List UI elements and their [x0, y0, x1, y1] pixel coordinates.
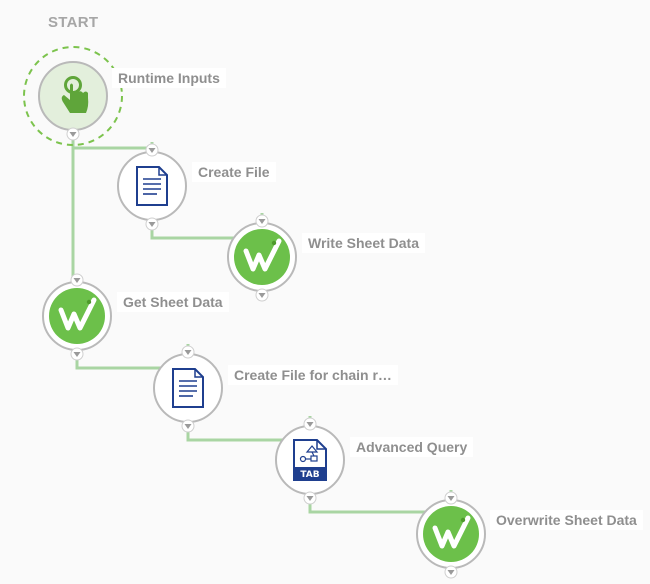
connector-runtime-inputs-to-create-file — [71, 140, 154, 150]
input-port-overwrite-sheet-data[interactable] — [444, 491, 458, 505]
node-label-create-file[interactable]: Create File — [192, 162, 276, 182]
tab-icon-text: TAB — [300, 470, 319, 480]
workiva-w-icon — [432, 515, 471, 549]
workflow-nodes: TAB — [23, 46, 486, 579]
node-label-runtime-inputs[interactable]: Runtime Inputs — [112, 68, 226, 88]
output-port-advanced-query[interactable] — [303, 491, 317, 505]
output-port-runtime-inputs[interactable] — [66, 127, 80, 141]
touch-hand-icon — [61, 76, 89, 113]
node-create-file-chain[interactable] — [153, 353, 223, 423]
workiva-w-icon — [243, 238, 282, 272]
input-port-write-sheet-data[interactable] — [255, 214, 269, 228]
node-label-get-sheet-data[interactable]: Get Sheet Data — [117, 292, 229, 312]
node-overwrite-sheet-data[interactable] — [416, 499, 486, 569]
node-label-create-file-chain[interactable]: Create File for chain r… — [228, 365, 398, 385]
node-label-advanced-query[interactable]: Advanced Query — [350, 437, 474, 457]
input-port-advanced-query[interactable] — [303, 417, 317, 431]
workiva-w-icon — [58, 297, 97, 331]
node-create-file[interactable] — [117, 151, 187, 221]
connector-runtime-inputs-to-get-sheet-data — [71, 140, 77, 278]
start-label: START — [48, 14, 99, 31]
node-get-sheet-data[interactable] — [42, 281, 112, 351]
document-icon — [172, 368, 204, 408]
output-port-create-file[interactable] — [145, 217, 159, 231]
document-icon — [136, 166, 168, 206]
node-label-write-sheet-data[interactable]: Write Sheet Data — [302, 233, 425, 253]
output-port-create-file-chain[interactable] — [181, 419, 195, 433]
input-port-create-file[interactable] — [145, 143, 159, 157]
node-advanced-query[interactable]: TAB — [275, 425, 345, 495]
output-port-get-sheet-data[interactable] — [70, 347, 84, 361]
input-port-create-file-chain[interactable] — [181, 345, 195, 359]
output-port-write-sheet-data[interactable] — [255, 288, 269, 302]
node-runtime-inputs[interactable] — [23, 46, 123, 146]
node-label-overwrite-sheet-data[interactable]: Overwrite Sheet Data — [490, 510, 643, 530]
output-port-overwrite-sheet-data[interactable] — [444, 565, 458, 579]
tab-query-file-icon: TAB — [293, 439, 327, 481]
node-write-sheet-data[interactable] — [227, 222, 297, 292]
start-dashed-ring — [23, 46, 123, 146]
input-port-get-sheet-data[interactable] — [70, 273, 84, 287]
